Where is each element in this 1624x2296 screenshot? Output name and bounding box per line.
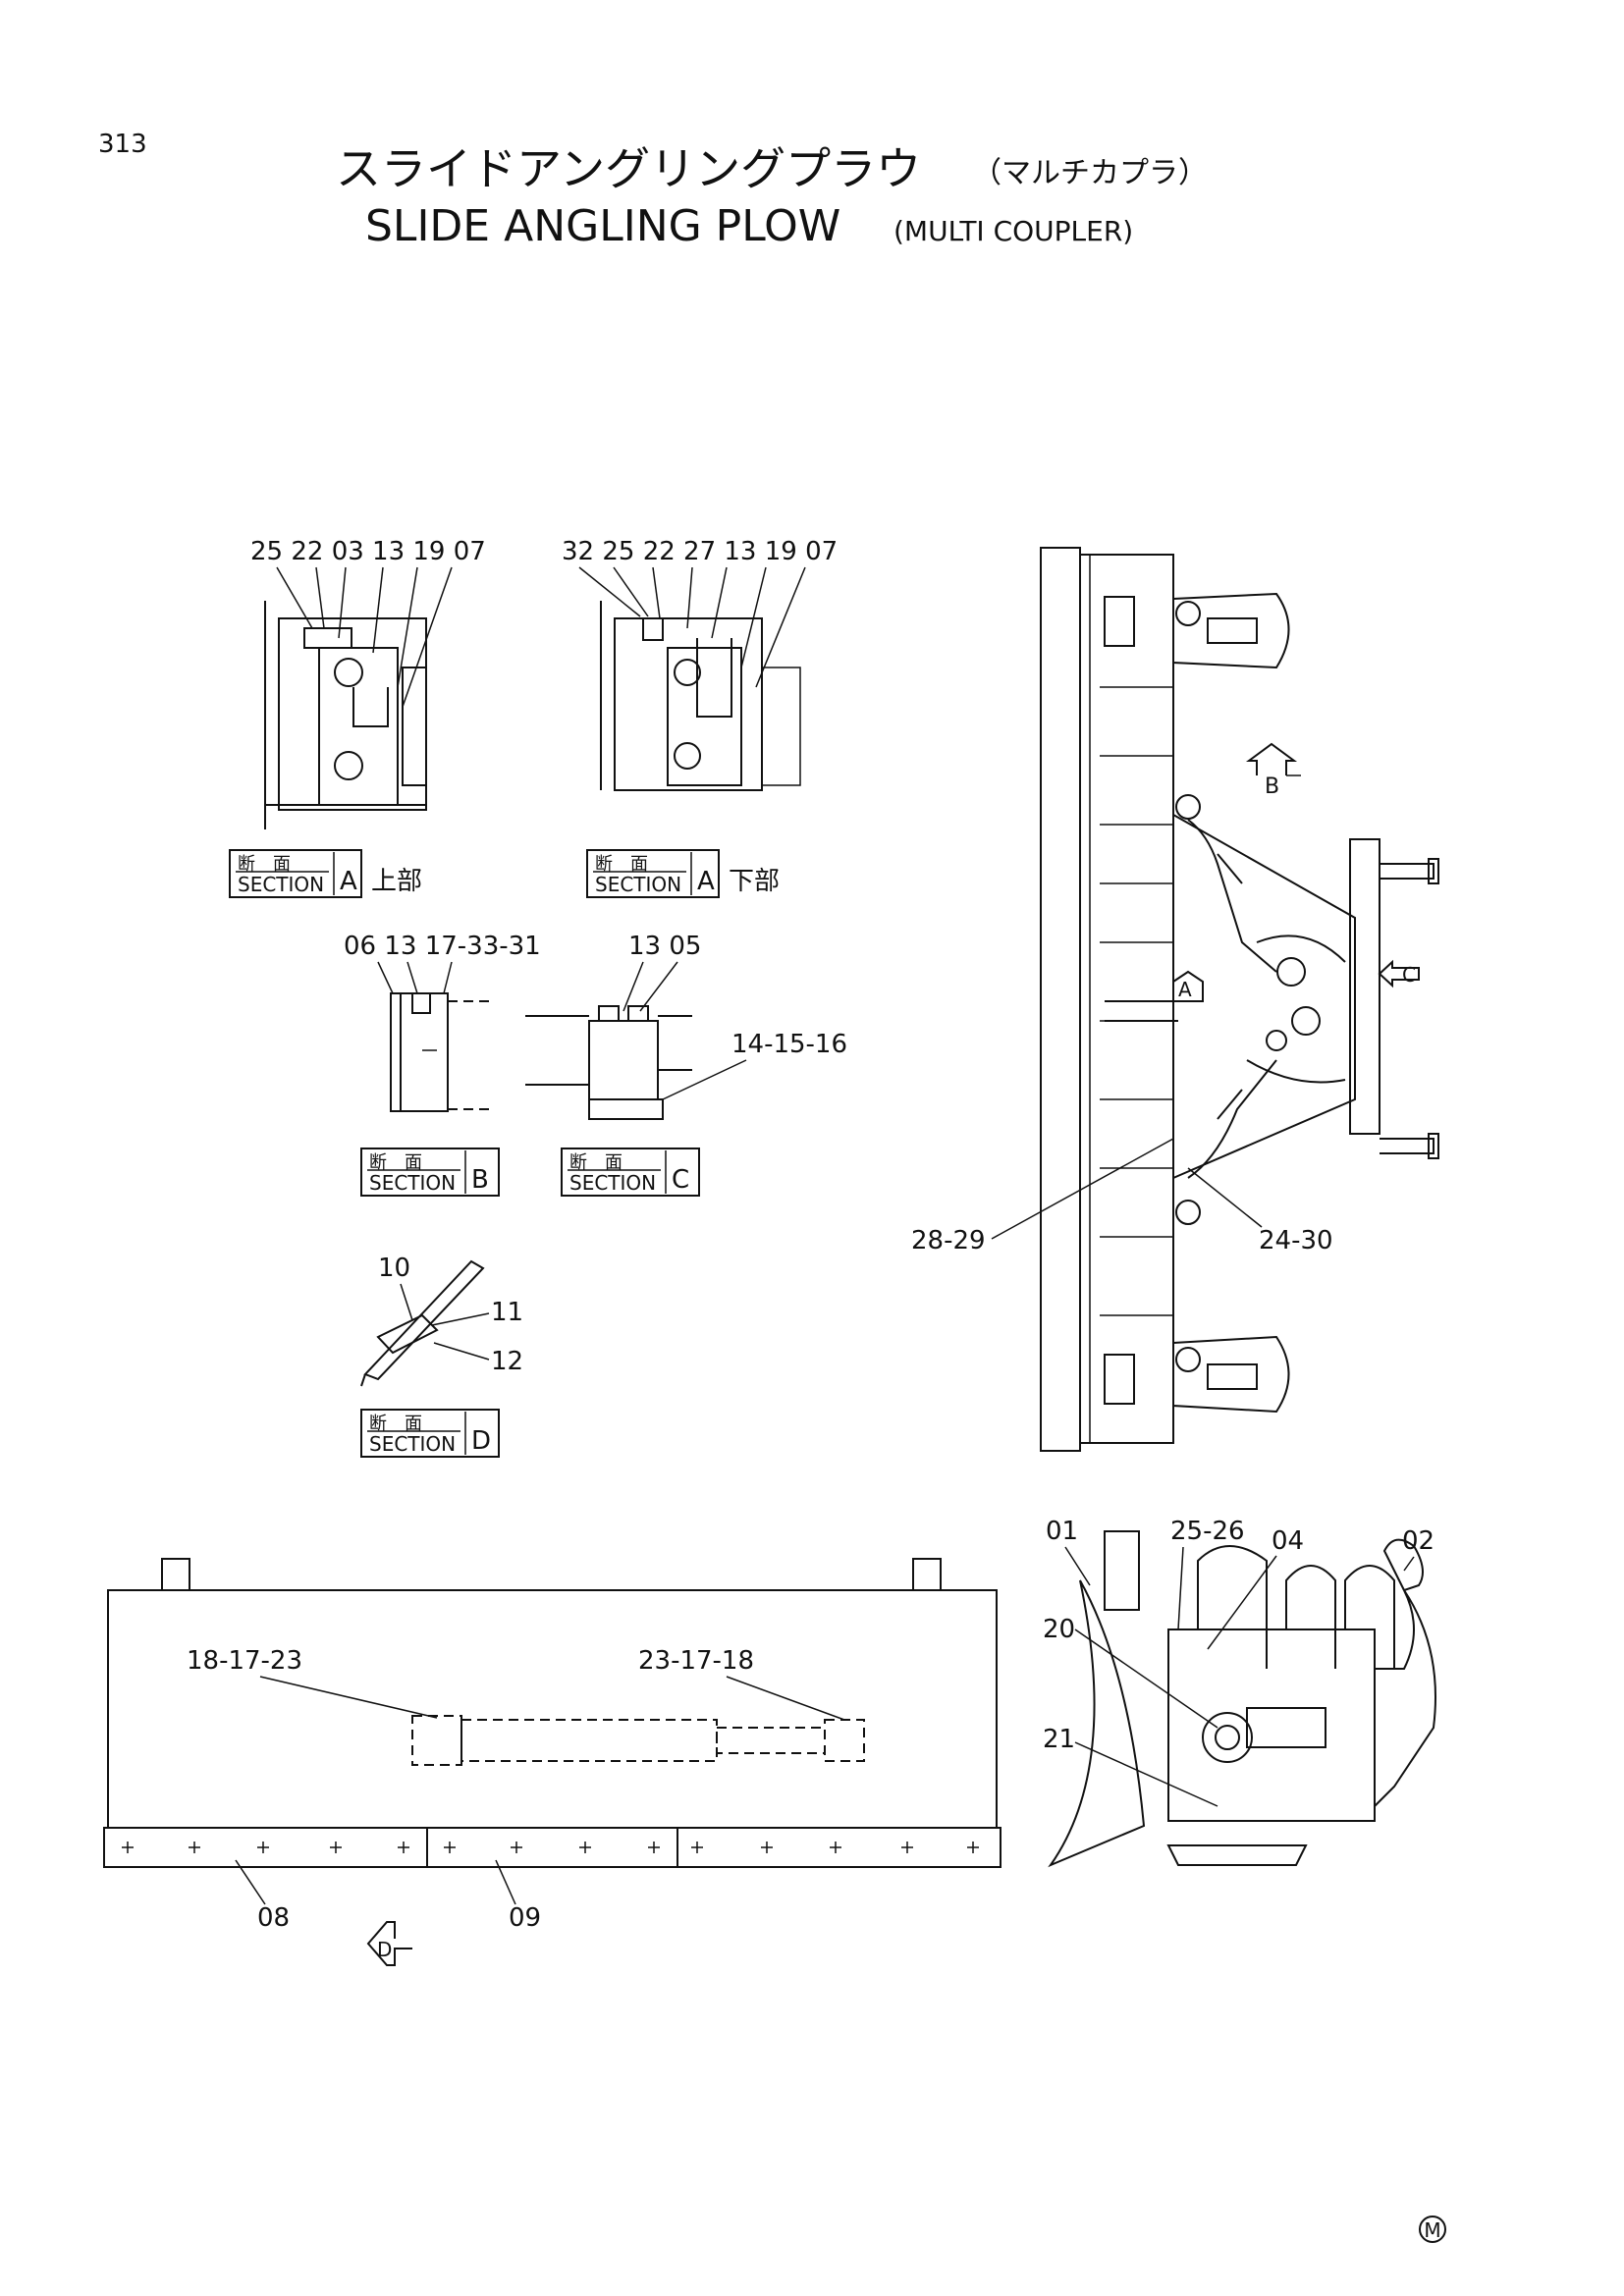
svg-text:SECTION: SECTION	[238, 873, 324, 896]
svg-text:SECTION: SECTION	[369, 1171, 456, 1195]
blade-front-view: 18-17-23 23-17-18 08 09 D	[103, 1558, 1001, 1966]
svg-text:断 面: 断 面	[369, 1414, 422, 1434]
callout-11: 11	[491, 1298, 523, 1327]
view-arrow-c-label: C	[1402, 963, 1416, 987]
section-a-upper-detail: 25 22 03 13 19 07	[250, 537, 486, 829]
callout-23-17-18: 23-17-18	[638, 1646, 754, 1676]
title-japanese-sub: （マルチカプラ）	[972, 156, 1208, 190]
title-english-sub: (MULTI COUPLER)	[893, 215, 1133, 247]
callout-section-b: 06 13 17-33-31	[344, 932, 541, 961]
m-mark: M	[1419, 2216, 1446, 2243]
callout-20: 20	[1043, 1615, 1075, 1644]
callout-21: 21	[1043, 1725, 1075, 1754]
callout-section-c: 13 05	[628, 932, 701, 961]
section-label-d: 断 面 SECTION D	[360, 1409, 500, 1458]
section-label-c: 断 面 SECTION C	[561, 1148, 700, 1197]
svg-text:断 面: 断 面	[369, 1152, 422, 1173]
callout-01: 01	[1046, 1517, 1078, 1546]
svg-text:SECTION: SECTION	[369, 1432, 456, 1456]
section-a-lower-detail: 32 25 22 27 13 19 07	[562, 537, 838, 791]
svg-text:A: A	[340, 867, 357, 896]
section-c-detail: 13 05 14-15-16	[525, 932, 847, 1120]
svg-text:上部: 上部	[371, 867, 422, 896]
section-b-detail: 06 13 17-33-31	[344, 932, 541, 1112]
callout-08: 08	[257, 1903, 290, 1933]
svg-text:下部: 下部	[729, 867, 780, 896]
section-label-a-lower: 断 面 SECTION A 下部	[586, 849, 780, 898]
svg-text:D: D	[471, 1426, 491, 1456]
callout-10: 10	[378, 1254, 410, 1283]
callout-18-17-23: 18-17-23	[187, 1646, 302, 1676]
callout-04: 04	[1272, 1526, 1304, 1556]
callout-24-30: 24-30	[1259, 1226, 1333, 1255]
page-number: 313	[98, 130, 147, 159]
svg-text:M: M	[1424, 2218, 1440, 2242]
svg-text:C: C	[672, 1165, 689, 1195]
svg-text:B: B	[471, 1165, 489, 1195]
view-arrow-d-label: D	[377, 1938, 392, 1961]
callout-section-a-lower: 32 25 22 27 13 19 07	[562, 537, 838, 566]
title-english: SLIDE ANGLING PLOW	[365, 201, 840, 251]
callout-section-a-upper: 25 22 03 13 19 07	[250, 537, 486, 566]
callout-25-26: 25-26	[1170, 1517, 1245, 1546]
view-arrow-a-label: A	[1178, 978, 1192, 1001]
svg-text:断 面: 断 面	[569, 1152, 623, 1173]
callout-28-29: 28-29	[911, 1226, 986, 1255]
section-d-detail: 10 11 12	[360, 1254, 523, 1387]
callout-14-15-16: 14-15-16	[731, 1030, 847, 1059]
plow-side-view: 01 25-26 04 02 20 21	[1043, 1517, 1436, 1868]
callout-09: 09	[509, 1903, 541, 1933]
svg-text:SECTION: SECTION	[569, 1171, 656, 1195]
title-japanese: スライドアングリングプラウ	[336, 142, 921, 195]
view-arrow-b-label: B	[1265, 774, 1279, 799]
plow-top-view: B A C 28-29 24-30	[911, 547, 1439, 1452]
svg-text:断 面: 断 面	[595, 854, 648, 875]
svg-text:A: A	[697, 867, 715, 896]
svg-text:断 面: 断 面	[238, 854, 291, 875]
section-label-a-upper: 断 面 SECTION A 上部	[229, 849, 422, 898]
section-label-b: 断 面 SECTION B	[360, 1148, 500, 1197]
callout-12: 12	[491, 1347, 523, 1376]
callout-02: 02	[1402, 1526, 1435, 1556]
svg-text:SECTION: SECTION	[595, 873, 681, 896]
